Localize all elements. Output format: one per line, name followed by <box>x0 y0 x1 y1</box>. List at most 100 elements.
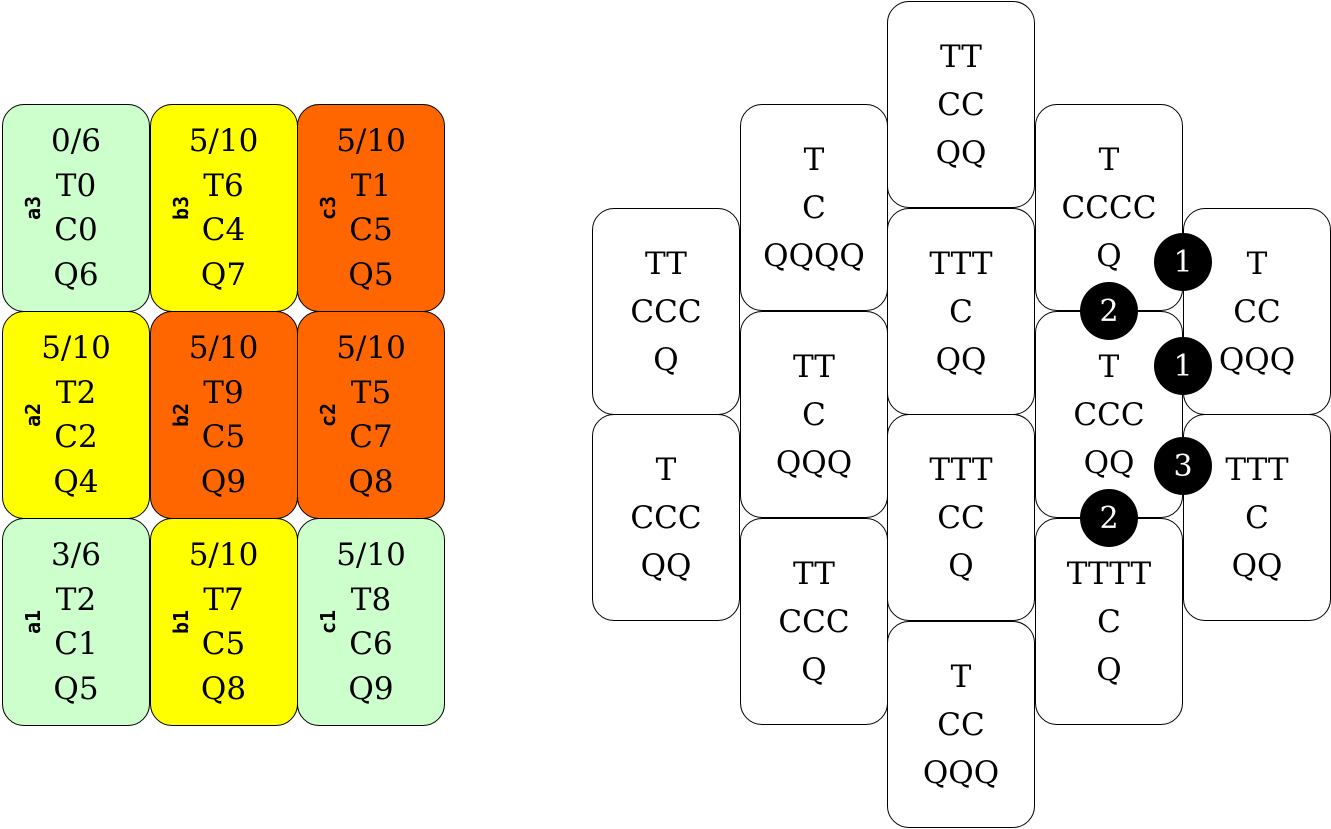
cell-value: T1 <box>350 167 392 204</box>
cell-score: 5/10 <box>188 330 259 366</box>
tile[interactable]: TTT C QQ <box>1183 414 1331 621</box>
tile-line: QQQ <box>775 444 853 481</box>
cell-score: 5/10 <box>336 330 406 366</box>
tile-line: TTTT <box>1066 555 1152 592</box>
tile-line: C <box>802 189 826 226</box>
tile-line: QQQQ <box>763 237 865 274</box>
tile[interactable]: T CCC QQ <box>1035 311 1183 518</box>
tile-line: TTT <box>929 245 993 282</box>
cell-value: C2 <box>54 419 98 455</box>
tile[interactable]: TTT CC Q <box>887 414 1035 621</box>
tile-line: Q <box>1096 651 1122 688</box>
number-badge: 2 <box>1080 489 1138 547</box>
cell-value: T8 <box>350 581 392 618</box>
cell-value: Q8 <box>348 463 394 500</box>
cell-label: a3 <box>21 195 45 221</box>
tile-line: QQ <box>1083 444 1135 481</box>
cell-label: c3 <box>316 195 340 221</box>
tile-line: C <box>1245 499 1269 536</box>
cell-value: C4 <box>201 212 246 248</box>
cell-label: a2 <box>21 402 45 428</box>
cell-label: c1 <box>316 609 340 635</box>
cell-value: T6 <box>203 167 244 204</box>
cell-value: C5 <box>201 626 246 662</box>
tile-line: Q <box>653 341 679 378</box>
tile-line: Q <box>1096 237 1122 274</box>
cell-label: b2 <box>168 402 193 428</box>
tile-line: CC <box>937 86 985 123</box>
cell-value: C7 <box>349 419 393 455</box>
cell-label: a1 <box>21 609 45 635</box>
cell-score: 5/10 <box>188 537 259 573</box>
cell-value: T2 <box>55 581 97 618</box>
cell-value: C1 <box>54 626 98 662</box>
tile-line: CC <box>937 499 985 536</box>
cell-value: Q7 <box>200 256 247 293</box>
cell-score: 5/10 <box>336 123 406 159</box>
tile-line: TT <box>793 555 835 592</box>
tile-line: T <box>1246 245 1268 282</box>
cell-value: Q8 <box>200 670 247 707</box>
tile-line: QQQ <box>922 754 1000 791</box>
cell-value: Q4 <box>53 463 99 500</box>
tile-line: CCC <box>630 293 702 330</box>
tile[interactable]: TT CCC Q <box>592 208 740 415</box>
cell-value: T2 <box>55 374 97 411</box>
tile-line: QQ <box>1231 547 1283 584</box>
tile-line: TT <box>645 245 687 282</box>
tile-line: CCCC <box>1061 189 1157 226</box>
cell-score: 5/10 <box>41 330 111 366</box>
cell-value: Q6 <box>53 256 99 293</box>
cell-value: T7 <box>203 581 244 618</box>
cell-value: C5 <box>201 419 246 455</box>
number-badge: 3 <box>1154 437 1212 495</box>
cell-score: 5/10 <box>188 123 259 159</box>
tile[interactable]: TT C QQQ <box>740 311 888 518</box>
tile-line: CCC <box>1073 396 1145 433</box>
cell-label: c2 <box>316 402 340 428</box>
tile-line: CCC <box>778 603 850 640</box>
tile-line: TT <box>793 348 835 385</box>
tile-line: T <box>950 658 972 695</box>
tile-line: TTT <box>929 451 993 488</box>
number-badge: 2 <box>1080 282 1138 340</box>
cell-value: Q5 <box>53 670 99 707</box>
cell-value: C6 <box>349 626 393 662</box>
tile-line: T <box>803 141 825 178</box>
tile-line: Q <box>948 547 974 584</box>
cell-score: 3/6 <box>51 537 101 573</box>
cell-label: b1 <box>168 609 193 635</box>
tile-line: Q <box>801 651 827 688</box>
tile-line: CCC <box>630 499 702 536</box>
cell-label: b3 <box>168 195 193 221</box>
cell-value: Q9 <box>348 670 394 707</box>
tile-line: T <box>1098 348 1120 385</box>
tile[interactable]: TT CCC Q <box>740 518 888 725</box>
tile-line: QQ <box>640 547 692 584</box>
tile-line: QQ <box>935 341 987 378</box>
cell-value: C0 <box>54 212 98 248</box>
tile-line: CC <box>1233 293 1281 330</box>
tile-line: C <box>802 396 826 433</box>
tile-line: QQQ <box>1218 341 1296 378</box>
tile-line: TTT <box>1225 451 1289 488</box>
cell-score: 5/10 <box>336 537 406 573</box>
tile-line: TT <box>940 38 982 75</box>
number-badge: 1 <box>1154 233 1212 291</box>
cell-value: T5 <box>350 374 392 411</box>
